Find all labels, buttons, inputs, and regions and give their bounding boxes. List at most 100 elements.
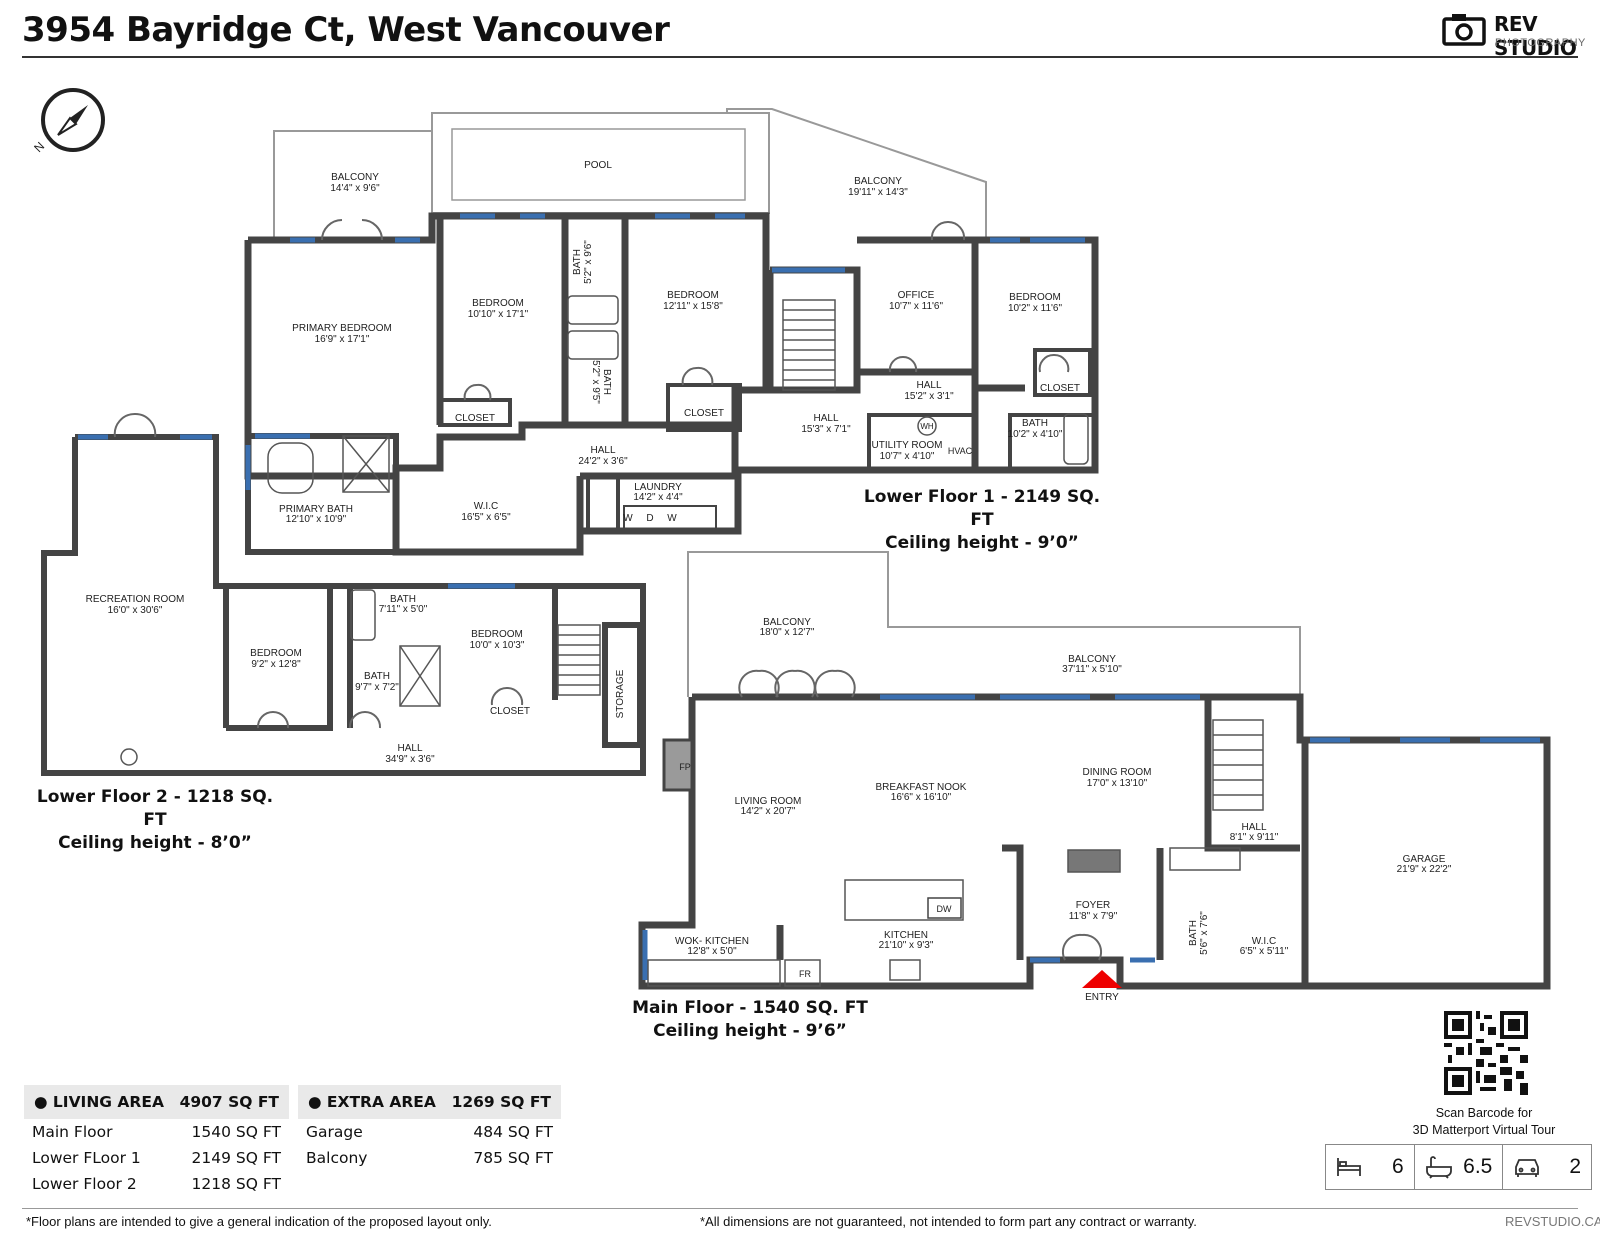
- stairs-lower-2: [120, 589, 601, 766]
- room-name: BATH: [390, 594, 416, 605]
- room-name: STORAGE: [615, 669, 626, 718]
- main-floor-balcony: [687, 551, 1301, 697]
- footer-website-link[interactable]: REVSTUDIO.CA: [1505, 1214, 1600, 1229]
- room-name: WOK- KITCHEN: [675, 936, 749, 947]
- qr-code-icon[interactable]: [1444, 1011, 1528, 1095]
- room-name: BATH: [1188, 920, 1199, 946]
- hvac-label: HVAC: [948, 446, 973, 456]
- room-name: HALL: [916, 380, 941, 391]
- baths-stat: 6.5: [1415, 1145, 1504, 1189]
- room-dim: 10'2" x 4'10": [1008, 429, 1063, 440]
- floor-ceiling: Ceiling height - 9’0”: [885, 533, 1079, 553]
- water-heater-label: WH: [920, 422, 934, 431]
- room-name: BATH: [601, 369, 612, 395]
- living-area-label: LIVING AREA: [52, 1093, 164, 1111]
- garage-count: 2: [1569, 1155, 1582, 1178]
- room-name: W.I.C: [474, 501, 498, 512]
- room-dim: 12'8" x 5'0": [687, 946, 737, 957]
- room-name: CLOSET: [1040, 383, 1080, 394]
- fixtures-lower-1: [267, 295, 1089, 494]
- room-dim: 10'7" x 11'6": [889, 301, 944, 312]
- room-dim: 37'11" x 5'10": [1062, 664, 1122, 675]
- windows-main: [642, 694, 1540, 980]
- floor-label-main: Main Floor - 1540 SQ. FT Ceiling height …: [630, 997, 870, 1043]
- baths-count: 6.5: [1463, 1155, 1493, 1178]
- entry-arrow-icon: [1082, 970, 1122, 988]
- windows-lower-2: [78, 434, 515, 589]
- fridge-label: FR: [799, 969, 811, 979]
- entry-label: ENTRY: [1085, 992, 1119, 1003]
- room-name: BALCONY: [1068, 654, 1116, 665]
- floor-ceiling: Ceiling height - 8’0”: [58, 833, 252, 853]
- lower-floor-1-inner: [438, 348, 1097, 533]
- fireplace: [662, 738, 694, 792]
- room-name: BEDROOM: [1009, 292, 1061, 303]
- room-name: HALL: [813, 413, 838, 424]
- room-dim: 16'5" x 6'5": [461, 512, 511, 523]
- room-dim: 6'5" x 5'11": [1240, 946, 1289, 957]
- compass-letter: N: [31, 139, 47, 155]
- floor-name: Lower Floor 1 - 2149 SQ. FT: [863, 487, 1101, 530]
- room-labels: BALCONY 14'4" x 9'6" POOL BALCONY 19'11"…: [86, 160, 1452, 1003]
- room-dim: 17'0" x 13'10": [1087, 778, 1148, 789]
- room-name: BEDROOM: [471, 629, 523, 640]
- compass-icon: N: [31, 88, 105, 155]
- room-dim: 15'3" x 7'1": [801, 424, 851, 435]
- room-name: RECREATION ROOM: [86, 594, 185, 605]
- room-name: DINING ROOM: [1083, 767, 1152, 778]
- room-dim: 10'0" x 10'3": [470, 640, 525, 651]
- room-dim: 34'9" x 3'6": [385, 754, 435, 765]
- room-name: BREAKFAST NOOK: [876, 782, 967, 793]
- room-dim: 18'0" x 12'7": [760, 627, 815, 638]
- room-dim: 5'2" x 9'6": [583, 240, 594, 284]
- room-dim: 10'10" x 17'1": [468, 309, 529, 320]
- room-name: OFFICE: [898, 290, 935, 301]
- room-name: CLOSET: [684, 408, 724, 419]
- extra-area-label: EXTRA AREA: [326, 1093, 436, 1111]
- property-stats: 6 6.5 2: [1325, 1144, 1592, 1190]
- room-dim: 10'7" x 4'10": [880, 451, 935, 462]
- washer-label: W: [667, 513, 677, 524]
- doors-lower-2: [113, 412, 524, 729]
- stairs-main: [1212, 719, 1264, 811]
- room-dim: 9'7" x 7'2": [355, 682, 399, 693]
- room-dim: 16'0" x 30'6": [108, 605, 163, 616]
- room-name: GARAGE: [1403, 854, 1446, 865]
- bathtub-icon: [1425, 1156, 1452, 1179]
- room-name: BALCONY: [763, 617, 811, 628]
- beds-stat: 6: [1326, 1145, 1415, 1189]
- room-name: PRIMARY BATH: [279, 504, 353, 515]
- extra-area-header: ● EXTRA AREA 1269 SQ FT: [298, 1085, 561, 1119]
- room-dim: 14'4" x 9'6": [330, 183, 380, 194]
- room-name: UTILITY ROOM: [872, 440, 943, 451]
- room-name: LIVING ROOM: [735, 796, 802, 807]
- car-icon: [1515, 1159, 1540, 1177]
- room-dim: 16'6" x 16'10": [891, 792, 952, 803]
- floor-ceiling: Ceiling height - 9’6”: [653, 1021, 847, 1041]
- room-dim: 7'11" x 5'0": [379, 604, 428, 615]
- room-name: BEDROOM: [667, 290, 719, 301]
- room-dim: 9'2" x 12'8": [251, 659, 301, 670]
- room-dim: 15'2" x 3'1": [904, 391, 954, 402]
- doors-lower-1: [321, 219, 1070, 401]
- room-name: BATH: [572, 249, 583, 275]
- room-dim: 21'9" x 22'2": [1397, 864, 1452, 875]
- room-name: LAUNDRY: [634, 482, 682, 493]
- room-name: PRIMARY BEDROOM: [292, 323, 392, 334]
- room-dim: 5'2" x 9'5": [590, 360, 601, 404]
- camera-logo-icon: [1442, 14, 1486, 46]
- living-area-header: ● LIVING AREA 4907 SQ FT: [24, 1085, 289, 1119]
- room-name: HALL: [590, 445, 615, 456]
- extra-area-total: 1269 SQ FT: [451, 1093, 551, 1111]
- dryer-label: D: [646, 513, 653, 524]
- room-name: BATH: [1022, 418, 1048, 429]
- room-name: W.I.C: [1252, 936, 1276, 947]
- room-name: HALL: [1241, 822, 1266, 833]
- footer-divider: [22, 1208, 1578, 1209]
- lower-floor-1-outlines: [273, 108, 987, 240]
- room-dim: 8'1" x 9'11": [1230, 832, 1279, 843]
- doors-main: [738, 669, 1102, 961]
